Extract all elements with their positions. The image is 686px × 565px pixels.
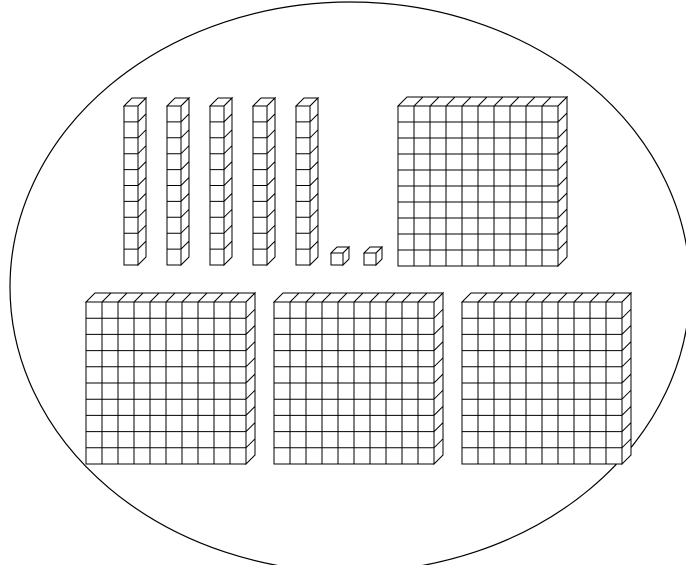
ten-rod: [167, 98, 189, 265]
ones-units: [331, 247, 382, 265]
hundred-flat: [398, 97, 567, 266]
enclosing-oval: [10, 2, 686, 565]
ten-rod: [296, 98, 318, 265]
tens-rods: [124, 98, 318, 265]
hundred-flat: [274, 293, 443, 464]
one-unit: [364, 247, 382, 265]
hundred-flat: [86, 293, 255, 464]
hundred-flat: [462, 293, 631, 464]
one-unit: [331, 247, 349, 265]
ten-rod: [253, 98, 275, 265]
ten-rod: [124, 98, 146, 265]
ten-rod: [210, 98, 232, 265]
